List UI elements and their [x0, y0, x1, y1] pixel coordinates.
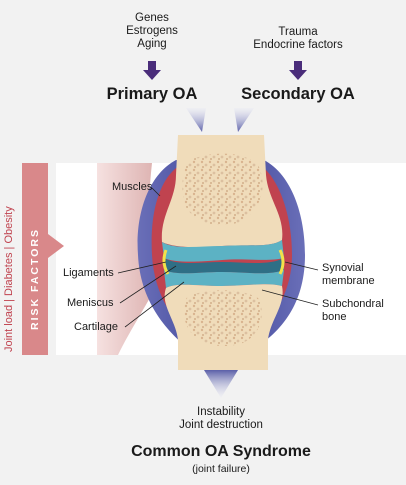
synovial-membrane-label: Synovial membrane — [322, 262, 375, 288]
lower-bone-marrow — [183, 290, 262, 347]
upper-bone-marrow — [182, 153, 263, 226]
risk-factors-band-label: RISK FACTORS — [29, 228, 41, 330]
joint-space — [164, 258, 284, 274]
risk-factors-side-label: Joint load | Diabetes | Obesity — [3, 206, 15, 352]
cartilage-label: Cartilage — [74, 321, 119, 333]
subchondral-line: Subchondral — [322, 298, 384, 310]
muscles-leader — [151, 187, 161, 197]
synovial-line: membrane — [322, 275, 375, 287]
muscles-label: Muscles — [112, 181, 153, 193]
synovial-leader — [284, 261, 319, 271]
primary-oa-title: Primary OA — [106, 85, 198, 103]
subchondral-leader — [261, 289, 319, 306]
meniscus-label: Meniscus — [67, 297, 114, 309]
ligaments-label: Ligaments — [63, 267, 114, 279]
lower-cartilage — [164, 270, 284, 288]
upper-cartilage — [162, 240, 284, 262]
risk-arrow-tip — [48, 234, 64, 258]
primary-cause: Aging — [137, 38, 167, 50]
outcome-line: Joint destruction — [179, 419, 263, 431]
outcome-text: Instability Joint destruction — [141, 406, 301, 432]
syndrome-title: Common OA Syndrome — [131, 443, 311, 460]
ligaments-leader — [117, 261, 167, 274]
meniscus-leader — [119, 265, 177, 304]
primary-causes-list: Genes Estrogens Aging — [102, 12, 202, 51]
bottom-arrow — [204, 370, 238, 398]
primary-cause: Estrogens — [126, 25, 178, 37]
secondary-arrow-to-joint — [234, 108, 254, 132]
synovial-line: Synovial — [322, 262, 364, 274]
secondary-oa-title: Secondary OA — [241, 85, 355, 103]
subchondral-line: bone — [322, 311, 347, 323]
syndrome-subtitle: (joint failure) — [192, 463, 250, 475]
risk-factors-band — [22, 163, 48, 355]
primary-arrow-to-joint — [186, 108, 206, 132]
secondary-cause: Endocrine factors — [253, 39, 343, 51]
outcome-line: Instability — [197, 406, 245, 418]
primary-down-arrow — [143, 61, 161, 80]
primary-cause: Genes — [135, 12, 169, 24]
secondary-causes-list: Trauma Endocrine factors — [238, 26, 358, 52]
subchondral-bone-label: Subchondral bone — [322, 298, 384, 324]
secondary-cause: Trauma — [278, 26, 318, 38]
secondary-down-arrow — [289, 61, 307, 80]
ligament-right — [278, 249, 285, 275]
cartilage-leader — [124, 281, 185, 328]
